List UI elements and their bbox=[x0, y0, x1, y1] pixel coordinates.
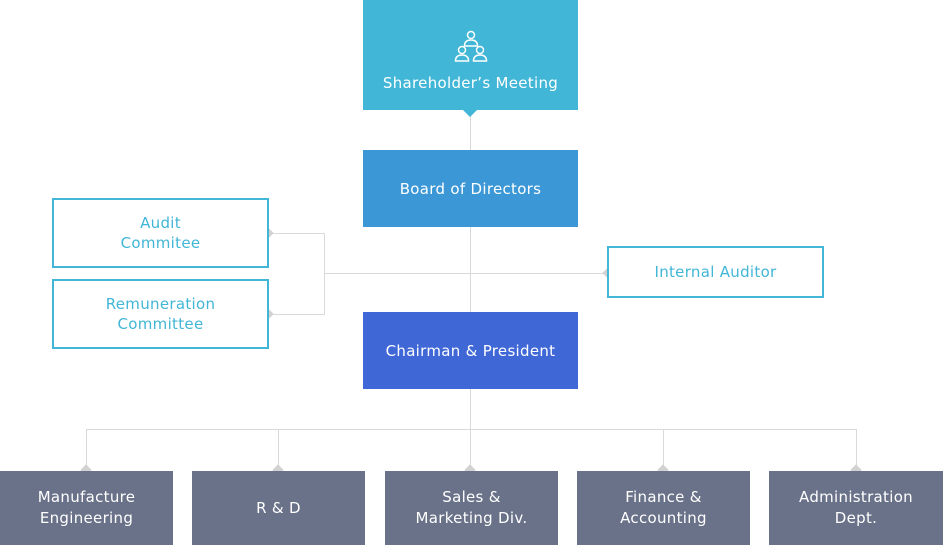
connector-dept-h bbox=[86, 429, 857, 430]
dept-finance-accounting: Finance & Accounting bbox=[577, 471, 750, 545]
connector-dept-v1 bbox=[86, 429, 87, 471]
dept-label-line2: Engineering bbox=[39, 509, 134, 527]
dept-label-line1: Sales & bbox=[442, 488, 501, 506]
dept-administration: Administration Dept. bbox=[769, 471, 943, 545]
chairman-president-box: Chairman & President bbox=[363, 312, 578, 389]
remuneration-committee-box: Remuneration Committee bbox=[52, 279, 269, 349]
audit-committee-line2: Commitee bbox=[120, 234, 201, 252]
audit-committee-box: Audit Commitee bbox=[52, 198, 269, 268]
board-of-directors-box: Board of Directors bbox=[363, 150, 578, 227]
connector-committee-v bbox=[324, 233, 325, 315]
remuneration-committee-line1: Remuneration bbox=[105, 295, 216, 313]
connector-main-vertical bbox=[470, 110, 471, 472]
dept-r-and-d: R & D bbox=[192, 471, 365, 545]
remuneration-committee-line2: Committee bbox=[117, 315, 204, 333]
dept-label-line1: Finance & bbox=[625, 488, 702, 506]
connector-dept-v5 bbox=[856, 429, 857, 471]
internal-auditor-label: Internal Auditor bbox=[654, 263, 777, 281]
people-group-icon bbox=[451, 28, 491, 64]
dept-manufacture-engineering: Manufacture Engineering bbox=[0, 471, 173, 545]
connector-committee-h2 bbox=[268, 314, 325, 315]
shareholders-meeting-box: Shareholder’s Meeting bbox=[363, 0, 578, 110]
dept-label-line1: R & D bbox=[256, 498, 301, 517]
shareholders-meeting-label: Shareholder’s Meeting bbox=[382, 74, 559, 92]
connector-dept-v4 bbox=[663, 429, 664, 471]
board-of-directors-label: Board of Directors bbox=[399, 179, 542, 198]
dept-label-line1: Administration bbox=[799, 488, 913, 506]
dept-sales-marketing: Sales & Marketing Div. bbox=[385, 471, 558, 545]
internal-auditor-box: Internal Auditor bbox=[607, 246, 824, 298]
shareholders-pointer bbox=[463, 110, 477, 117]
audit-committee-line1: Audit bbox=[140, 214, 181, 232]
connector-committee-h1 bbox=[268, 233, 325, 234]
dept-label-line2: Marketing Div. bbox=[415, 509, 528, 527]
connector-cross-h bbox=[324, 273, 608, 274]
dept-label-line1: Manufacture bbox=[37, 488, 136, 506]
chairman-president-label: Chairman & President bbox=[385, 341, 556, 360]
dept-label-line2: Dept. bbox=[834, 509, 878, 527]
connector-dept-v2 bbox=[278, 429, 279, 471]
dept-label-line2: Accounting bbox=[620, 509, 707, 527]
